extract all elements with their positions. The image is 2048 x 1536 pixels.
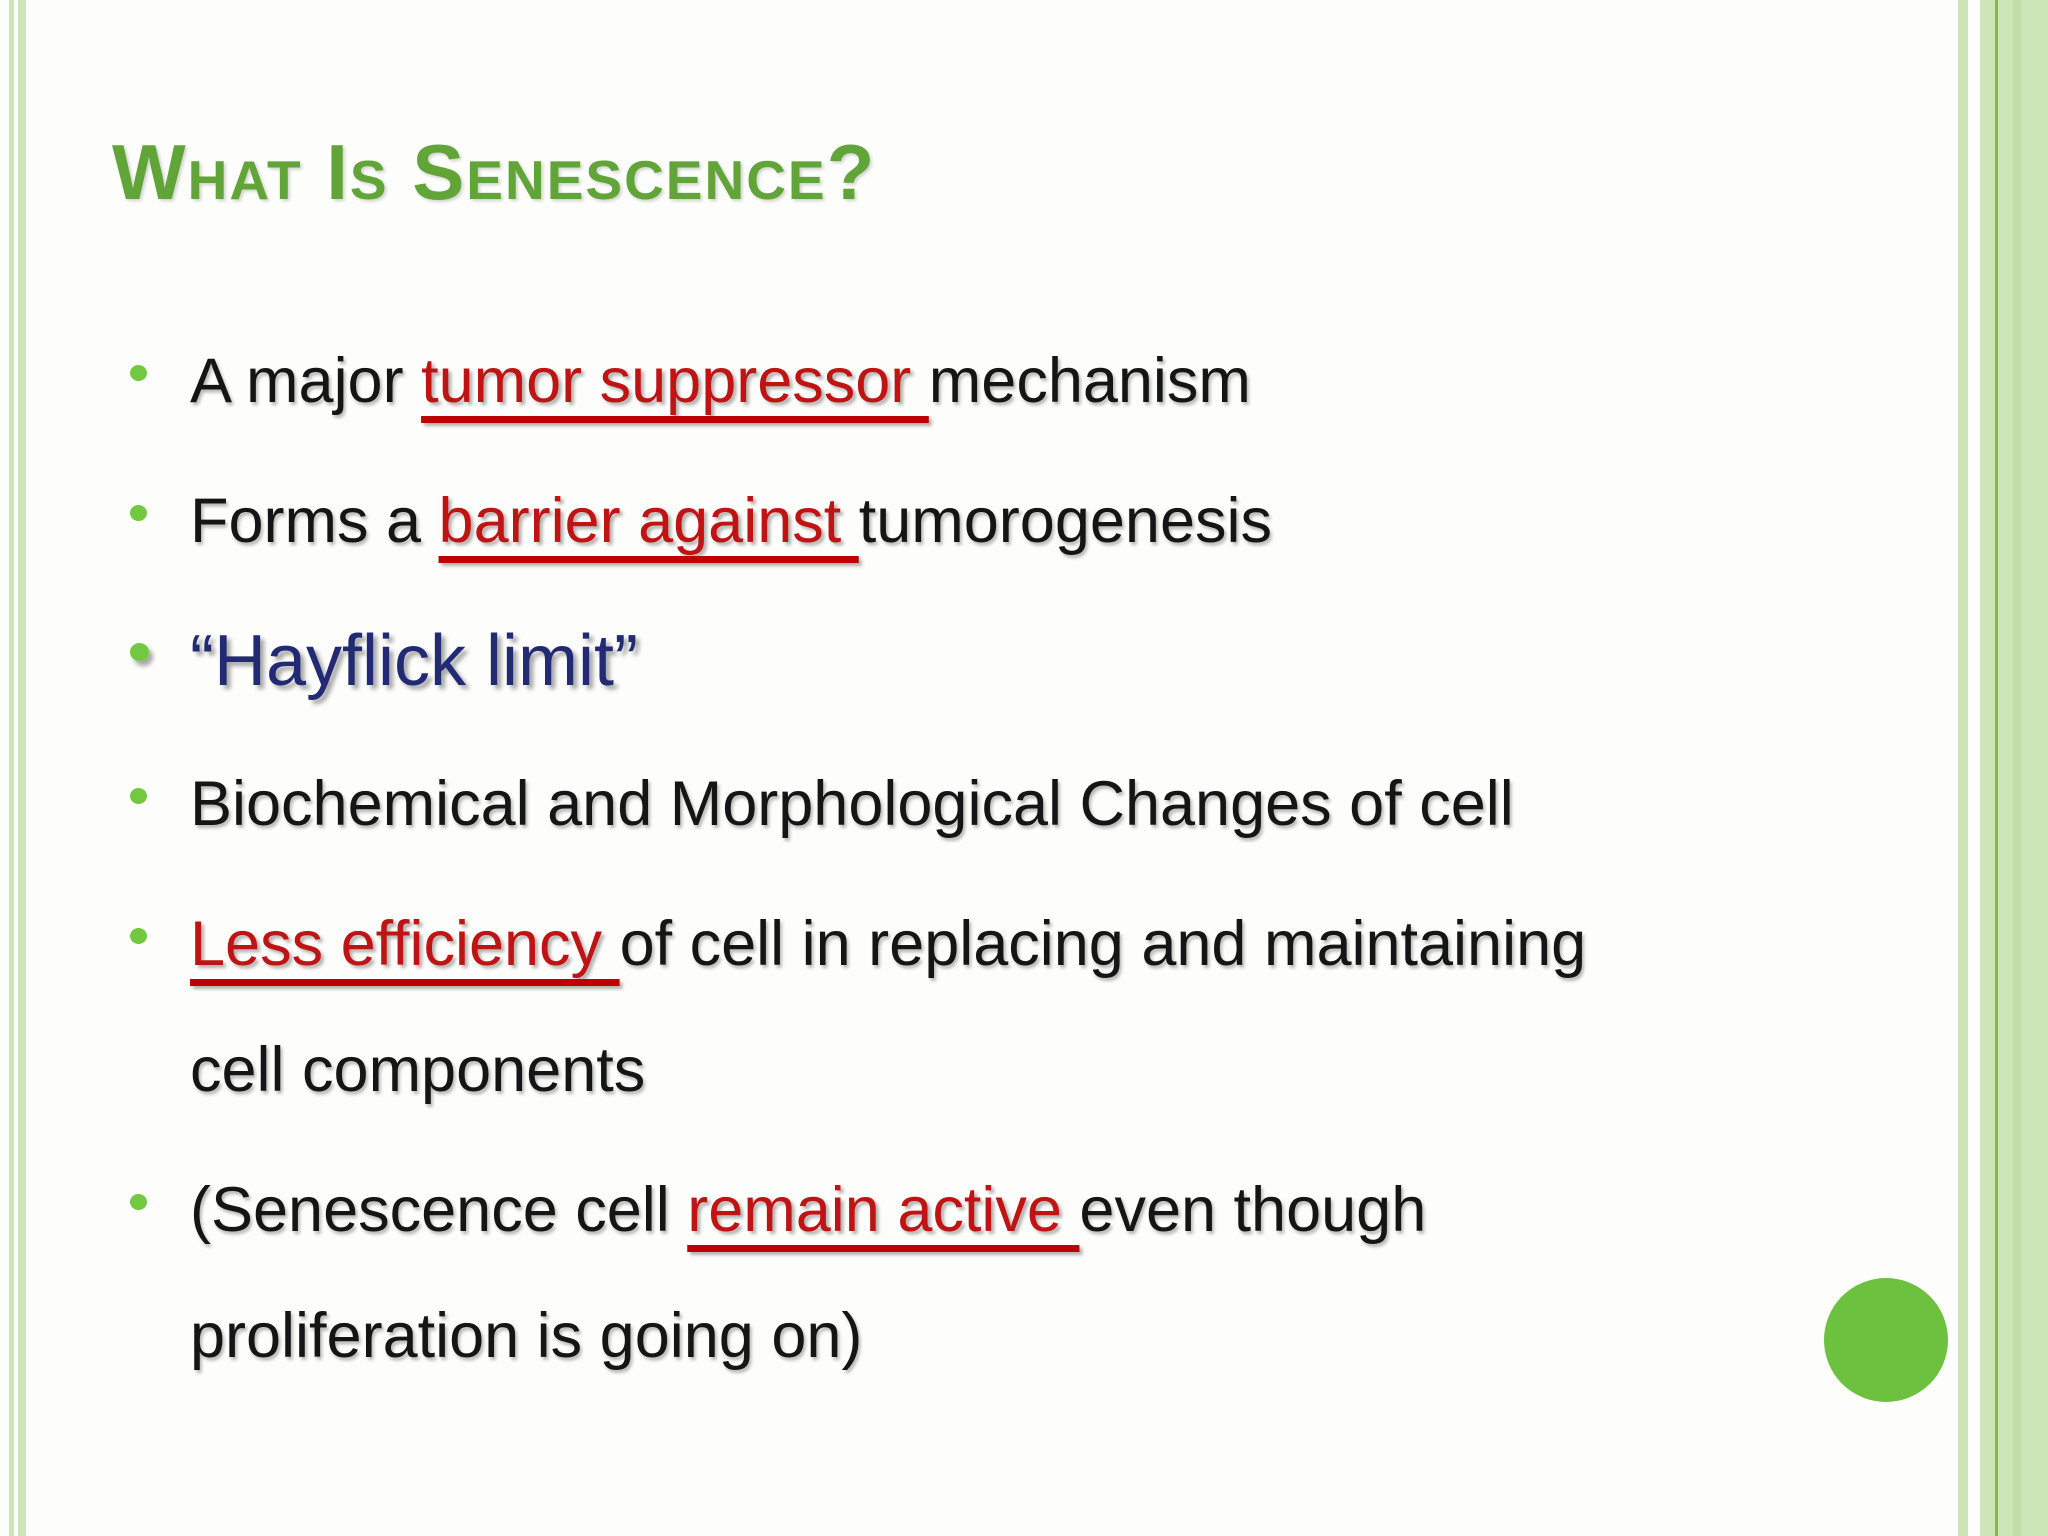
bullet-circle-icon bbox=[130, 504, 147, 521]
body-text: proliferation is going on) bbox=[190, 1300, 863, 1371]
body-text: (Senescence cell bbox=[190, 1174, 688, 1245]
slide-content: What Is Senescence? A major tumor suppre… bbox=[112, 0, 1912, 1413]
bullet-circle-icon bbox=[130, 1193, 147, 1210]
body-text: A major bbox=[190, 345, 422, 416]
right-border-shade-stripe bbox=[2013, 0, 2021, 1536]
bullet-circle-icon bbox=[130, 642, 149, 661]
highlighted-red-text: barrier against bbox=[438, 485, 859, 556]
body-text: tumorogenesis bbox=[858, 485, 1272, 556]
bullet-text-line: Biochemical and Morphological Changes of… bbox=[190, 741, 1912, 867]
body-text: cell components bbox=[190, 1034, 646, 1105]
highlighted-red-text: tumor suppressor bbox=[421, 345, 929, 416]
bullet-text: (Senescence cell remain active even thou… bbox=[190, 1147, 1912, 1399]
bullet-text-line: (Senescence cell remain active even thou… bbox=[190, 1147, 1912, 1273]
body-text: even though bbox=[1079, 1174, 1427, 1245]
bullet-text-line: cell components bbox=[190, 1007, 1912, 1133]
bullet-text: Forms a barrier against tumorogenesis bbox=[190, 458, 1912, 584]
list-item: Less efficiency of cell in replacing and… bbox=[130, 881, 1912, 1133]
list-item: Forms a barrier against tumorogenesis bbox=[130, 458, 1912, 584]
highlighted-navy-text: “Hayflick limit” bbox=[190, 620, 638, 701]
bullet-text-line: A major tumor suppressor mechanism bbox=[190, 318, 1912, 444]
slide-title: What Is Senescence? bbox=[112, 128, 877, 216]
body-text: Biochemical and Morphological Changes of… bbox=[190, 768, 1514, 839]
bullet-text: Biochemical and Morphological Changes of… bbox=[190, 741, 1912, 867]
list-item: (Senescence cell remain active even thou… bbox=[130, 1147, 1912, 1399]
highlighted-red-text: Less efficiency bbox=[190, 908, 620, 979]
right-border-accent-line bbox=[1995, 0, 1998, 1536]
bullet-text: A major tumor suppressor mechanism bbox=[190, 318, 1912, 444]
right-border-stripe-thin bbox=[1958, 0, 1968, 1536]
left-border-stripe-outer bbox=[9, 0, 14, 1536]
list-item: “Hayflick limit” bbox=[130, 598, 1912, 727]
bullet-circle-icon bbox=[130, 927, 147, 944]
bullet-circle-icon bbox=[130, 787, 147, 804]
bullet-text-line: “Hayflick limit” bbox=[190, 598, 1912, 727]
bullet-text: Less efficiency of cell in replacing and… bbox=[190, 881, 1912, 1133]
left-border-stripe-inner bbox=[18, 0, 26, 1536]
bullet-text-line: Forms a barrier against tumorogenesis bbox=[190, 458, 1912, 584]
bullet-text-line: proliferation is going on) bbox=[190, 1273, 1912, 1399]
body-text: Forms a bbox=[190, 485, 439, 556]
body-text: mechanism bbox=[928, 345, 1251, 416]
bullet-text-line: Less efficiency of cell in replacing and… bbox=[190, 881, 1912, 1007]
list-item: A major tumor suppressor mechanism bbox=[130, 318, 1912, 444]
highlighted-red-text: remain active bbox=[687, 1174, 1080, 1245]
bullet-text: “Hayflick limit” bbox=[190, 598, 1912, 727]
bullet-circle-icon bbox=[130, 364, 147, 381]
body-text: of cell in replacing and maintaining bbox=[619, 908, 1587, 979]
decorative-circle bbox=[1824, 1278, 1948, 1402]
list-item: Biochemical and Morphological Changes of… bbox=[130, 741, 1912, 867]
